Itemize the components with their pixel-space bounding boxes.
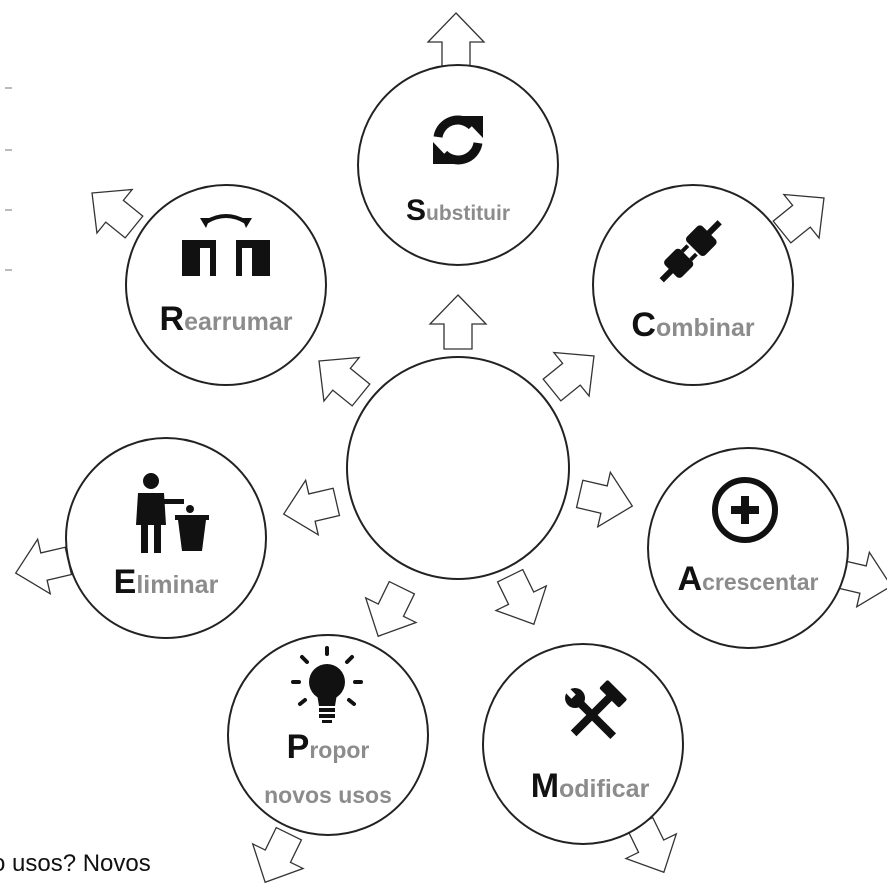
svg-text:Modificar: Modificar	[531, 767, 650, 805]
svg-text:Eliminar: Eliminar	[114, 563, 219, 601]
trash-person-icon	[136, 473, 209, 553]
node-propor: Propor novos usos	[227, 634, 429, 836]
inner-arrow-modificar	[484, 562, 560, 638]
inner-arrow-eliminar	[276, 473, 344, 543]
outer-arrow-substituir	[427, 12, 485, 68]
node-label: ombinar	[656, 314, 755, 342]
lightbulb-icon	[291, 646, 363, 723]
node-label-line2: novos usos	[264, 782, 392, 808]
plug-icon	[659, 220, 722, 283]
center-circle	[346, 356, 570, 580]
node-initial: R	[160, 300, 185, 338]
node-initial: P	[287, 728, 310, 766]
plus-circle-icon	[712, 477, 778, 543]
node-rearrumar: Rearrumar	[125, 184, 327, 386]
svg-text:Propor: Propor	[287, 728, 370, 766]
node-label: ubstituir	[426, 202, 510, 225]
inner-arrow-propor	[352, 574, 428, 650]
node-label: liminar	[136, 571, 218, 599]
node-combinar: Combinar	[592, 184, 794, 386]
inner-arrow-acrescentar	[572, 465, 640, 535]
svg-text:Rearrumar: Rearrumar	[160, 300, 293, 338]
node-label: earrumar	[184, 308, 293, 336]
node-initial: S	[406, 194, 426, 227]
node-label: ropor	[309, 737, 369, 763]
node-acrescentar: Acrescentar	[647, 447, 849, 649]
tools-icon	[564, 680, 627, 740]
node-initial: C	[631, 306, 656, 344]
node-substituir: Substituir	[357, 64, 559, 266]
svg-text:Substituir: Substituir	[406, 194, 510, 227]
svg-text:Combinar: Combinar	[631, 306, 754, 344]
left-dashes	[5, 87, 12, 271]
node-label: odificar	[559, 775, 650, 803]
node-initial: M	[531, 767, 559, 805]
node-modificar: Modificar	[482, 643, 684, 845]
svg-text:Acrescentar: Acrescentar	[678, 560, 819, 598]
node-label: crescentar	[702, 569, 818, 595]
node-initial: E	[114, 563, 137, 601]
node-eliminar: Eliminar	[65, 437, 267, 639]
outer-arrow-eliminar	[8, 532, 76, 602]
inner-arrow-substituir	[429, 294, 487, 350]
bottom-caption: o usos? Novos	[0, 850, 151, 877]
rearrange-icon	[182, 214, 270, 276]
node-initial: A	[678, 560, 703, 598]
sync-icon	[433, 115, 483, 165]
